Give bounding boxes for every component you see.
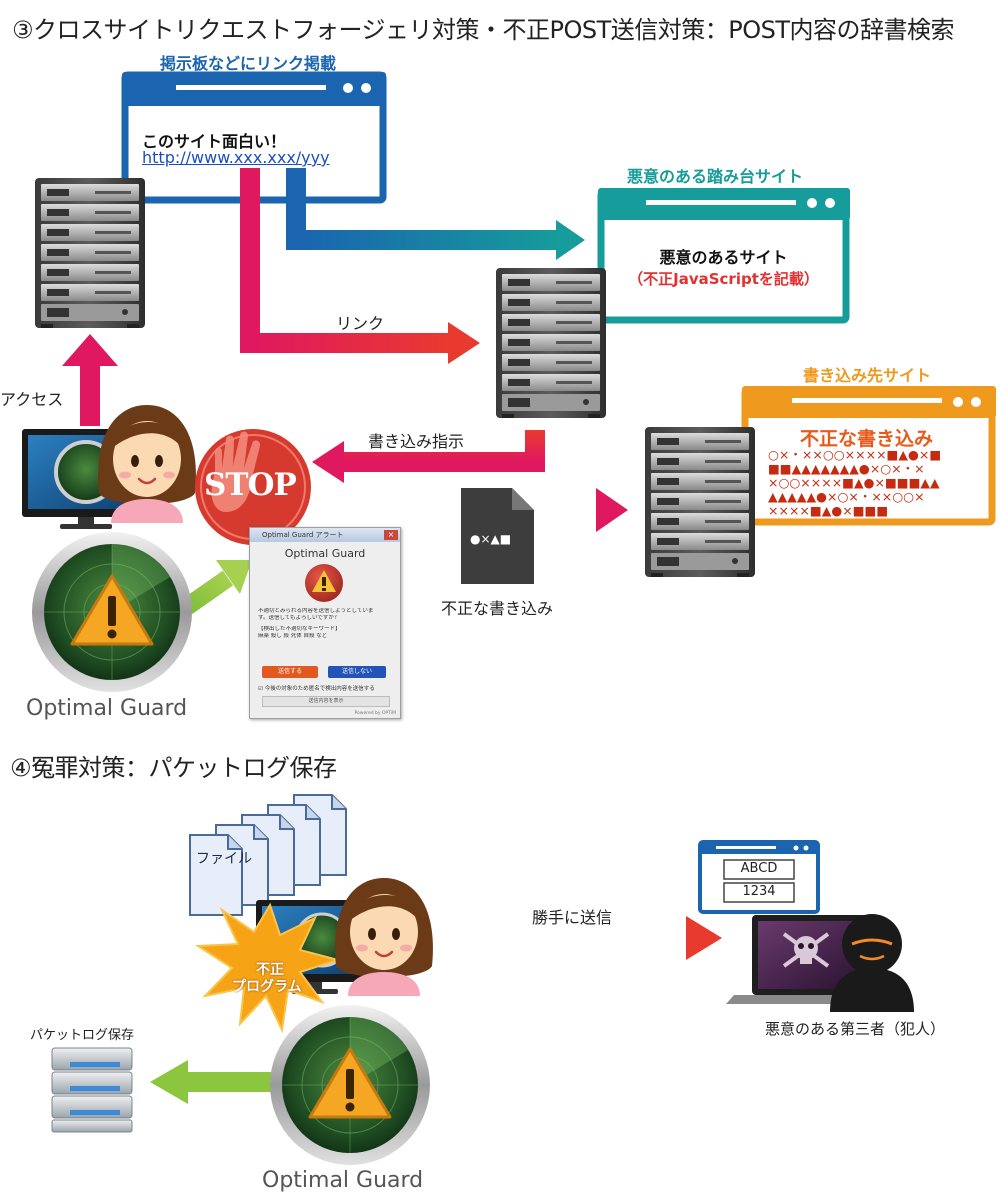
dialog-title: Optimal Guard アラート <box>250 528 400 542</box>
dialog-powered-by: Powered by OPTiM <box>354 711 396 716</box>
dialog-warning-icon <box>250 560 400 604</box>
burst-label-2: プログラム <box>232 979 302 995</box>
packet-log-label: パケットログ保存 <box>30 1028 135 1043</box>
malicious-post-file-icon <box>461 488 534 584</box>
dialog-message-line: 【検出した不適切なキーワード】 <box>258 626 341 632</box>
write-instruction-label: 書き込み指示 <box>368 432 465 451</box>
stolen-text-2: 1234 <box>742 884 776 899</box>
checkbox-label: 今後の対象のため匿名で検出内容を送信する <box>264 686 375 692</box>
section4-heading: ④冤罪対策：パケットログ保存 <box>10 754 337 782</box>
dialog-message-line: す。送信してもよろしいですか？ <box>258 615 340 621</box>
file-stack-icon <box>189 834 243 916</box>
send-button[interactable]: 送信する <box>262 666 318 678</box>
garbage-line: ××××■▲●×■■■ <box>768 503 889 518</box>
criminal-label: 悪意のある第三者（犯人） <box>765 1020 946 1038</box>
optimal-guard-alert-dialog: Optimal Guard アラート × Optimal Guard 不適切とみ… <box>249 527 401 719</box>
malicious-note: （不正JavaScriptを記載） <box>628 270 819 288</box>
garbage-line: ■■▲▲▲▲▲▲▲●×○×・× <box>768 461 925 476</box>
guard-label-1: Optimal Guard <box>26 696 188 721</box>
garbage-line: ▲▲▲▲▲●×○×・××○○× <box>768 489 925 504</box>
guard-label-2: Optimal Guard <box>262 1168 424 1193</box>
dialog-message-line: 麻薬 殺し 殺 死体 自殺 など <box>258 633 328 639</box>
target-caption: 書き込み先サイト <box>803 366 932 385</box>
stop-sign-text: STOP <box>204 467 297 503</box>
bbs-post-text: このサイト面白い！ <box>142 132 287 151</box>
link-label: リンク <box>336 314 385 333</box>
target-server <box>645 427 755 577</box>
dialog-heading: Optimal Guard <box>284 547 366 560</box>
send-label: 勝手に送信 <box>532 908 613 927</box>
dialog-message-line: 不適切とみられる内容を送信しようとしていま <box>258 608 374 614</box>
target-title: 不正な書き込み <box>800 428 934 450</box>
cancel-send-button[interactable]: 送信しない <box>328 666 386 678</box>
bbs-caption: 掲示板などにリンク掲載 <box>160 54 337 73</box>
burst-label-1: 不正 <box>256 962 284 978</box>
bbs-post-link[interactable]: http://www.xxx.xxx/yyy <box>142 148 330 167</box>
file-label: 不正な書き込み <box>441 599 554 618</box>
criminal-avatar <box>830 968 914 1012</box>
malicious-caption: 悪意のある踏み台サイト <box>627 167 804 186</box>
file-symbols: ●×▲■ <box>470 532 512 546</box>
access-label: アクセス <box>0 390 64 409</box>
garbage-line: ×○○××××■▲●×■■■▲▲ <box>768 475 940 490</box>
optimal-guard-icon-1 <box>30 530 194 694</box>
stolen-text-1: ABCD <box>740 861 778 876</box>
show-content-button[interactable]: 送信内容を表示 <box>262 696 390 707</box>
malicious-title: 悪意のあるサイト <box>659 248 788 267</box>
files-label: ファイル <box>196 851 252 867</box>
stepping-server <box>496 268 606 418</box>
packet-log-storage-icon <box>51 1047 133 1133</box>
optimal-guard-icon-2 <box>268 1003 432 1167</box>
section3-heading: ③クロスサイトリクエストフォージェリ対策・不正POST送信対策：POST内容の辞… <box>12 16 955 44</box>
dialog-close-button[interactable]: × <box>384 530 398 540</box>
garbage-line: ○×・××○○××××■▲●×■ <box>768 448 942 462</box>
target-garbage-text: ○×・××○○××××■▲●×■ ■■▲▲▲▲▲▲▲●×○×・× ×○○××××… <box>768 448 988 518</box>
anonymous-report-checkbox[interactable]: ☑ 今後の対象のため匿名で検出内容を送信する <box>258 686 375 692</box>
malicious-program-burst-icon <box>194 902 342 1034</box>
